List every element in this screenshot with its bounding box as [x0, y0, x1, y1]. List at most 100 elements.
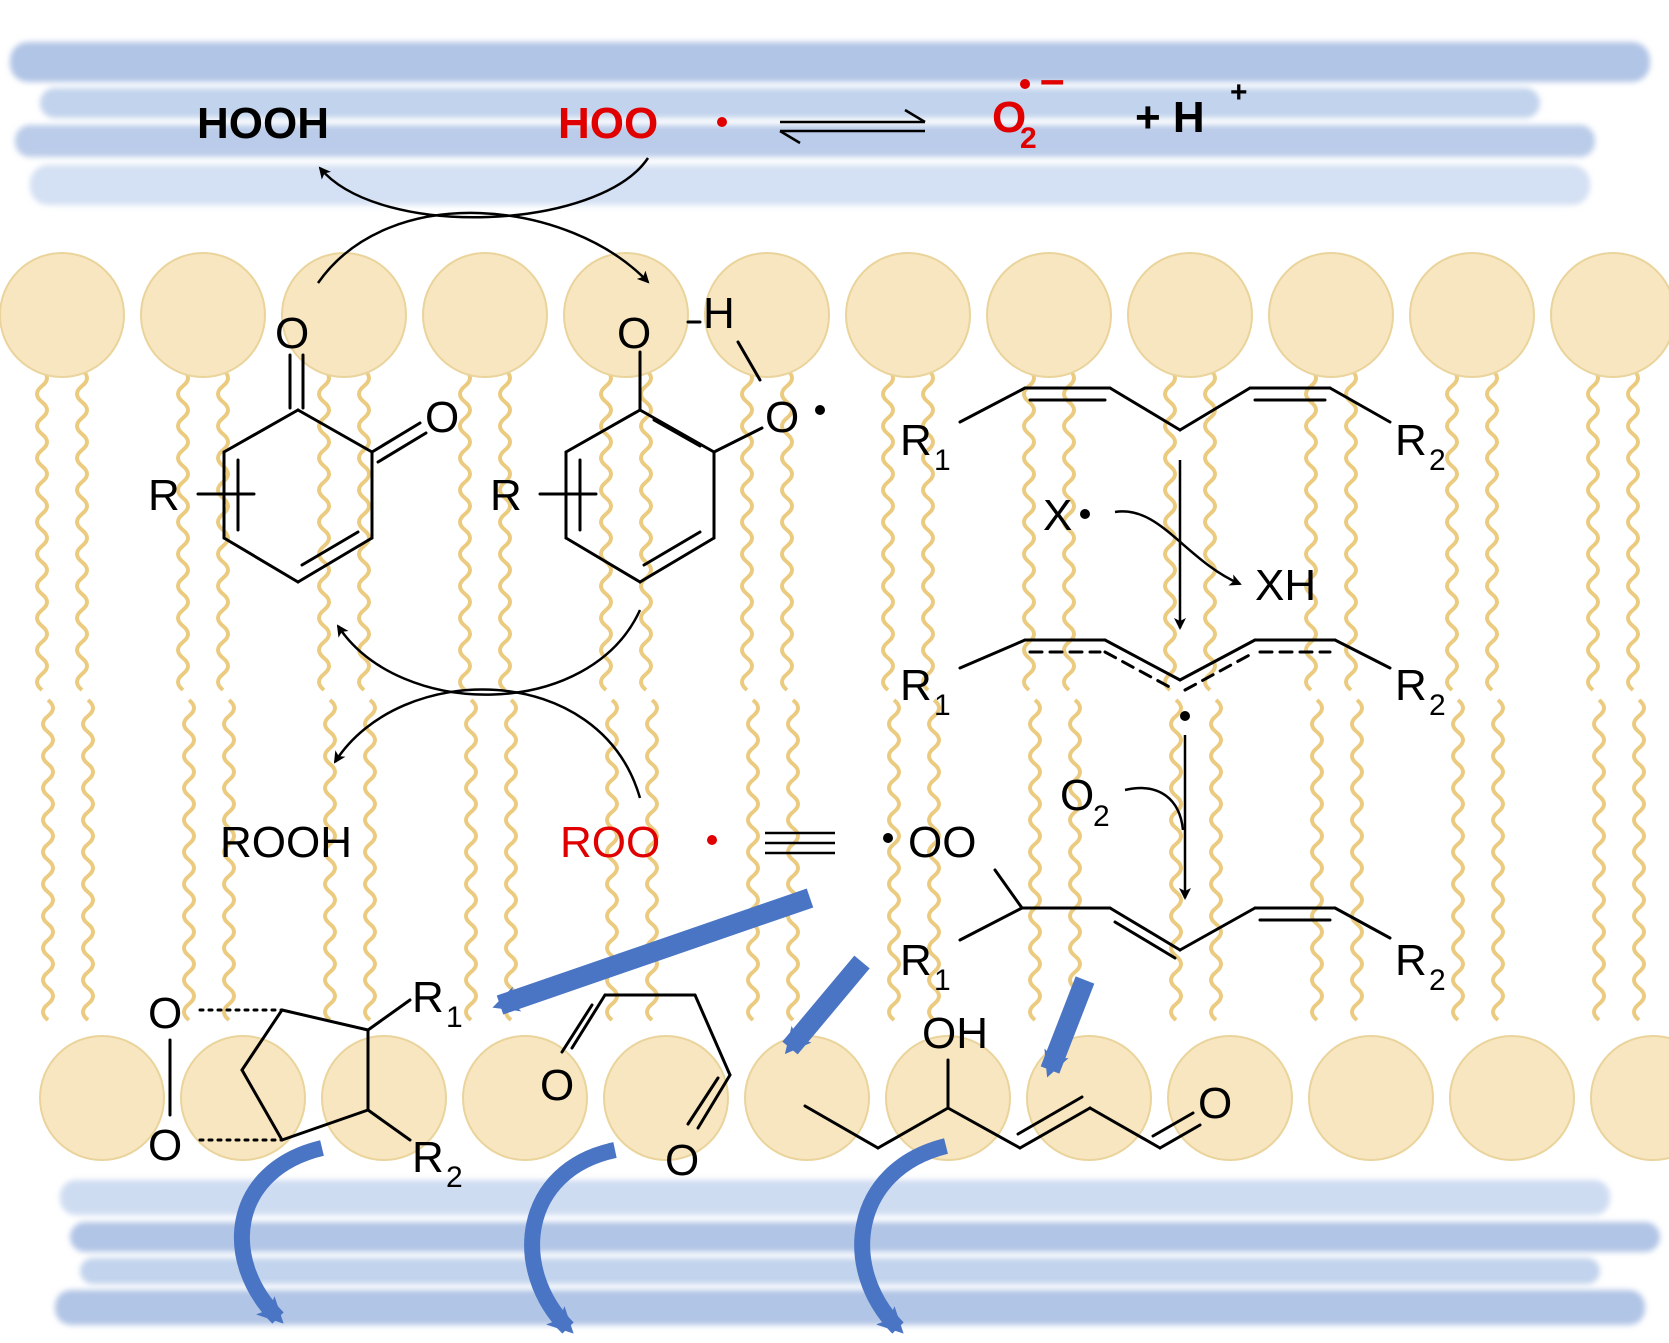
lipid-tail-upper: [881, 368, 895, 692]
lipid-head: [563, 252, 689, 378]
peroxyl-r2: R: [1395, 936, 1427, 985]
lipid-head: [845, 252, 971, 378]
lipid-head: [1127, 252, 1253, 378]
x-radical-dot: [1080, 509, 1090, 519]
superoxide-subscript: 2: [1020, 122, 1037, 155]
mda-o2: O: [665, 1136, 699, 1185]
aqueous-phase-top: [10, 42, 1650, 205]
superoxide-charge: –: [1040, 55, 1064, 104]
superoxide-label: O: [992, 93, 1026, 142]
peroxyl-r2-sub: 2: [1429, 964, 1446, 997]
lipid-tail-upper: [35, 368, 49, 692]
catechol-h: H: [703, 289, 735, 338]
lipid-tail-upper: [599, 368, 613, 692]
lipid-head: [462, 1035, 588, 1161]
hoo-radical-label: HOO: [558, 99, 658, 148]
oo-label: OO: [908, 818, 976, 867]
lipid-tail-upper: [498, 368, 512, 692]
endo-r1: R: [412, 973, 444, 1022]
lipid-head: [1167, 1035, 1293, 1161]
arrow-hoo-to-hooh: [318, 157, 650, 219]
hne-structure: [803, 1058, 1202, 1150]
lipid-tail-lower: [1451, 698, 1465, 1022]
lipid-tail-lower: [1592, 698, 1606, 1022]
lipid-head: [1590, 1035, 1669, 1161]
lipid-head: [1550, 252, 1669, 378]
pufa-r1: R: [900, 416, 932, 465]
lipid-tail-lower: [182, 698, 196, 1022]
lipid-tail-upper: [740, 368, 754, 692]
quinone-o1: O: [275, 309, 309, 358]
pufa-r1-sub: 1: [934, 444, 951, 477]
lipid-head: [1449, 1035, 1575, 1161]
lipid-tail-upper: [1022, 368, 1036, 692]
roo-radical-dot: [707, 835, 717, 845]
pentadienyl-radical-dot: [1180, 711, 1190, 721]
quinone-r: R: [148, 471, 180, 520]
arrow-roo-to-rooh: [333, 688, 642, 799]
equivalence-sign: [765, 831, 835, 855]
lipid-head: [744, 1035, 870, 1161]
lipid-tail-lower: [81, 698, 95, 1022]
lipid-head: [1268, 252, 1394, 378]
lipid-tail-lower: [363, 698, 377, 1022]
o2-sub: 2: [1093, 800, 1110, 833]
lipid-tail-upper: [1485, 368, 1499, 692]
hooh-label: HOOH: [197, 99, 329, 148]
lipid-tail-lower: [1209, 698, 1223, 1022]
lipid-tail-lower: [504, 698, 518, 1022]
x-radical-label: X: [1043, 491, 1072, 540]
superoxide-radical-dot: [1020, 79, 1030, 89]
lipid-tail-lower: [1350, 698, 1364, 1022]
hne-o: O: [1198, 1079, 1232, 1128]
lipid-peroxyl-structure: [958, 868, 1392, 960]
arrow-catechol-to-quinone: [336, 609, 642, 696]
lipid-head: [704, 252, 830, 378]
lipid-tail-lower: [746, 698, 760, 1022]
endo-r1-sub: 1: [446, 1001, 463, 1034]
lipid-tail-lower: [1491, 698, 1505, 1022]
lipid-tail-upper: [357, 368, 371, 692]
lipid-head: [0, 252, 125, 378]
radical-r2: R: [1395, 661, 1427, 710]
pufa-structure: [958, 386, 1392, 432]
catechol-r: R: [490, 471, 522, 520]
endo-r2-sub: 2: [446, 1161, 463, 1194]
endo-o2: O: [148, 1121, 182, 1170]
radical-dot: [717, 117, 727, 127]
lipid-tail-upper: [1445, 368, 1459, 692]
endo-r2: R: [412, 1133, 444, 1182]
lipid-tail-upper: [176, 368, 190, 692]
peroxyl-r1-sub: 1: [934, 964, 951, 997]
lipid-tail-upper: [1344, 368, 1358, 692]
proton-superscript: +: [1230, 76, 1248, 109]
catechol-radical-structure: [538, 320, 764, 584]
mda-o1: O: [540, 1061, 574, 1110]
proton-label: + H: [1135, 93, 1205, 142]
lipid-tail-lower: [786, 698, 800, 1022]
equilibrium-arrows: [779, 108, 926, 145]
radical-r1-sub: 1: [934, 689, 951, 722]
o2-label: O: [1060, 771, 1094, 820]
arrow-quinone-to-catechol: [316, 211, 650, 284]
lipid-head: [321, 1035, 447, 1161]
lipid-tail-lower: [1169, 698, 1183, 1022]
pentadienyl-radical-structure: [958, 638, 1392, 692]
lipid-tail-lower: [1028, 698, 1042, 1022]
diffusion-arrows: [233, 1138, 949, 1334]
lipid-tail-upper: [1203, 368, 1217, 692]
lipid-tail-upper: [75, 368, 89, 692]
radical-r2-sub: 2: [1429, 689, 1446, 722]
lipid-tail-upper: [317, 368, 331, 692]
lipid-head: [140, 252, 266, 378]
endoperoxide-structure: [168, 998, 412, 1142]
product-arrows: [492, 888, 1095, 1078]
lipid-tail-lower: [887, 698, 901, 1022]
catechol-o-top: O: [617, 309, 651, 358]
lipid-tail-upper: [1626, 368, 1640, 692]
lipid-heads-bottom: [39, 1035, 1669, 1161]
lipid-head: [1409, 252, 1535, 378]
radical-r1: R: [900, 661, 932, 710]
lipid-head: [1308, 1035, 1434, 1161]
